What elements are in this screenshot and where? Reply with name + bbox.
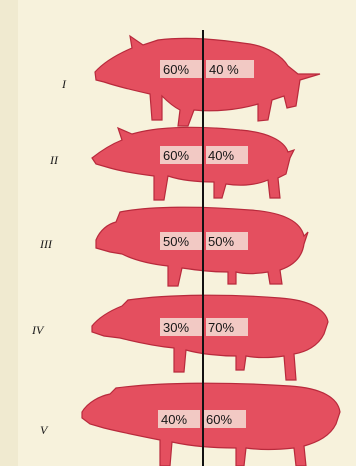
pig-4-numeral: IV — [31, 323, 45, 337]
page-margin-shade — [0, 0, 18, 466]
pig-3-rear-percent: 50% — [208, 234, 234, 249]
pig-5-rear-percent: 60% — [206, 412, 232, 427]
pig-2-rear-percent: 40% — [208, 148, 234, 163]
pig-1-rear-percent: 40 % — [209, 62, 239, 77]
pig-5-front-percent: 40% — [161, 412, 187, 427]
pig-2-front-percent: 60% — [163, 148, 189, 163]
pig-3-front-percent: 50% — [163, 234, 189, 249]
pig-3-numeral: III — [39, 237, 53, 251]
pig-4-front-percent: 30% — [163, 320, 189, 335]
pig-4-rear-percent: 70% — [208, 320, 234, 335]
pig-2-numeral: II — [49, 153, 59, 167]
pig-1-front-percent: 60% — [163, 62, 189, 77]
